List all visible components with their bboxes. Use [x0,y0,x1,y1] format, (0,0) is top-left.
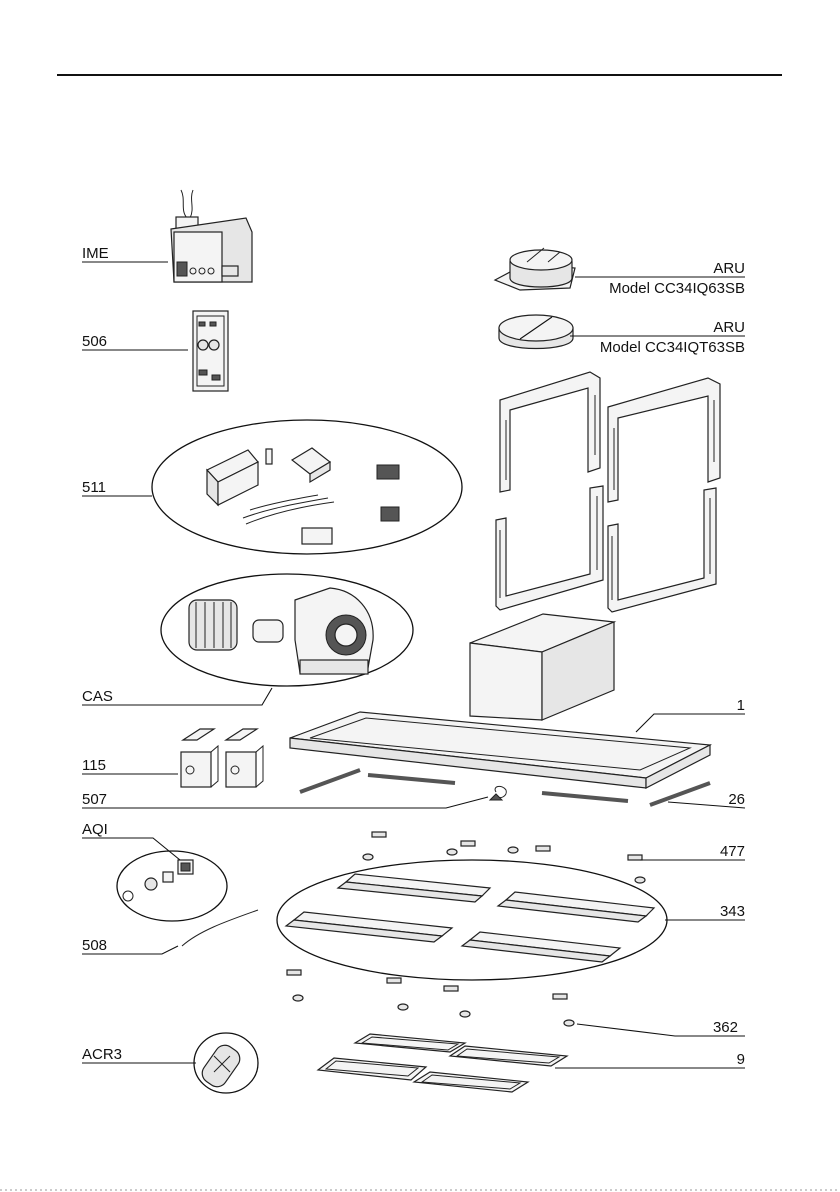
part-aru-damper-a [495,248,575,290]
label-506: 506 [82,333,107,350]
part-frames-lower [496,486,716,612]
part-507-cable [490,786,506,800]
part-aru-damper-b [499,315,573,349]
label-362: 362 [713,1019,738,1036]
label-508: 508 [82,937,107,954]
label-511: 511 [82,479,106,496]
label-1: 1 [737,697,745,714]
label-9: 9 [737,1051,745,1068]
label-ime: IME [82,245,109,262]
label-cas: CAS [82,688,113,705]
label-507: 507 [82,791,107,808]
label-aru-b: ARU [713,319,745,336]
part-acr3-remote [194,1033,258,1093]
part-9-carbon-filters [318,1034,567,1092]
label-model-b: Model CC34IQT63SB [600,339,745,356]
label-aru-a: ARU [713,260,745,277]
part-115-brackets [181,729,263,787]
label-model-a: Model CC34IQ63SB [609,280,745,297]
part-1-ceiling-panel [290,712,710,788]
part-box [470,614,614,720]
label-26: 26 [728,791,745,808]
label-343: 343 [720,903,745,920]
label-acr3: ACR3 [82,1046,122,1063]
part-506-circuit-board [193,311,228,391]
ellipse-aqi-sensor [117,851,227,921]
label-115: 115 [82,757,106,774]
label-477: 477 [720,843,745,860]
part-frames-upper [500,372,720,502]
label-aqi: AQI [82,821,108,838]
part-ime-control-box [171,190,252,282]
